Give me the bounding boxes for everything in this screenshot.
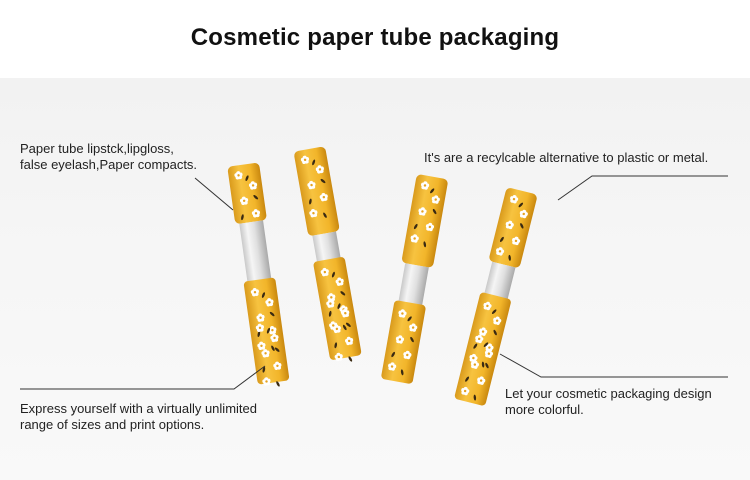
callout-line: Let your cosmetic packaging design bbox=[505, 386, 712, 401]
callout-bottom-left: Express yourself with a virtually unlimi… bbox=[20, 401, 257, 433]
page-title: Cosmetic paper tube packaging bbox=[190, 24, 560, 51]
product-photo-background bbox=[0, 78, 750, 480]
leader-line-top-right bbox=[557, 175, 728, 201]
lipstick-tube-4 bbox=[454, 188, 537, 406]
callout-line: It's are a recylcable alternative to pla… bbox=[424, 150, 709, 165]
callout-line: false eyelash,Paper compacts. bbox=[20, 157, 198, 172]
callout-line: Paper tube lipstck,lipgloss, bbox=[20, 141, 174, 156]
lipstick-tube-1 bbox=[227, 163, 290, 389]
callout-leader-lines bbox=[20, 175, 728, 390]
callout-line: range of sizes and print options. bbox=[20, 417, 205, 432]
callout-bottom-right: Let your cosmetic packaging design more … bbox=[505, 386, 712, 418]
leader-line-bottom-left bbox=[20, 365, 266, 390]
lipstick-tube-2 bbox=[294, 146, 362, 365]
lipstick-tube-3 bbox=[381, 174, 448, 384]
leader-line-top-left bbox=[194, 177, 234, 211]
callout-top-left: Paper tube lipstck,lipgloss, false eyela… bbox=[20, 141, 197, 173]
callout-top-right: It's are a recylcable alternative to pla… bbox=[424, 150, 708, 166]
leader-line-bottom-right bbox=[499, 353, 728, 378]
callout-line: Express yourself with a virtually unlimi… bbox=[20, 401, 257, 416]
callout-line: more colorful. bbox=[505, 402, 584, 417]
